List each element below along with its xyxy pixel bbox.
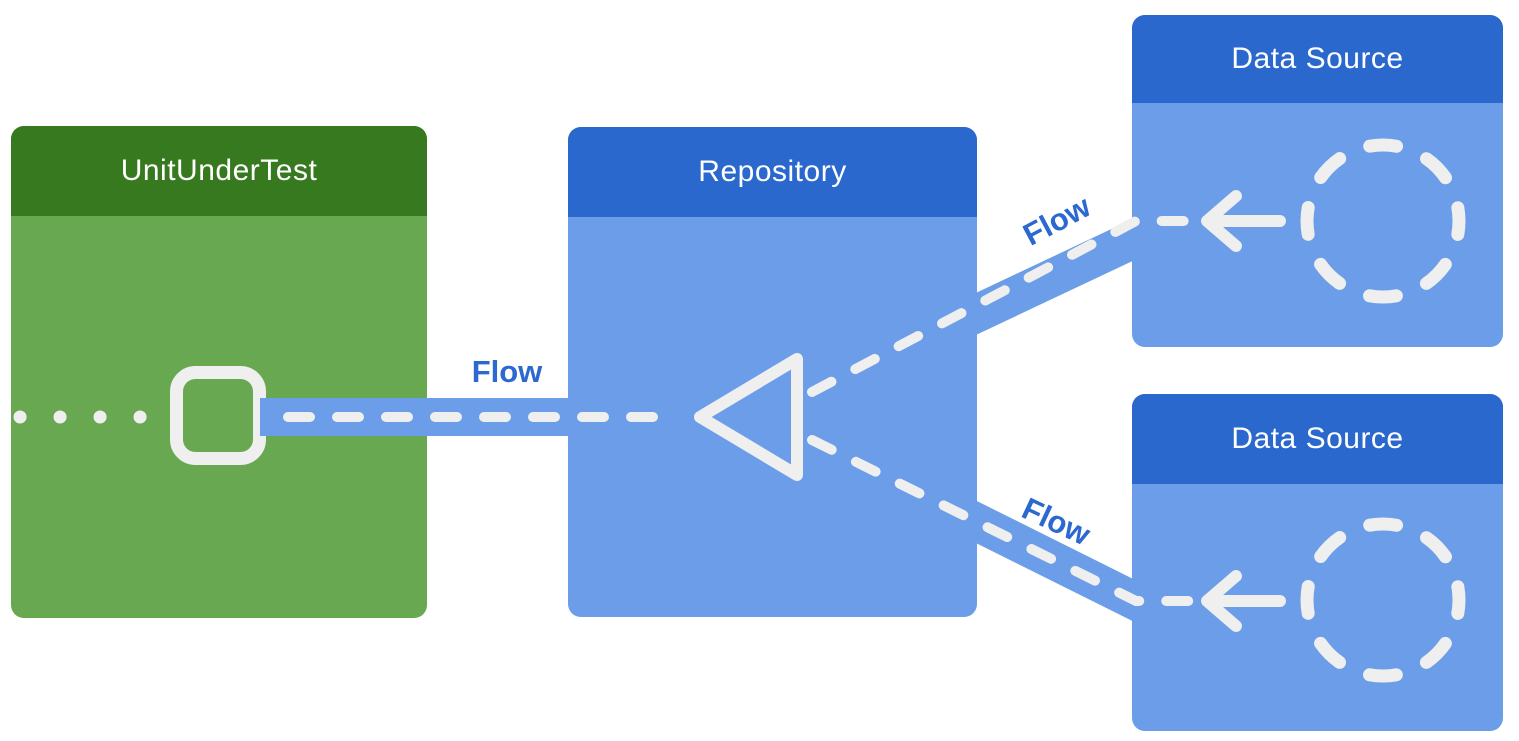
unit-under-test-box: UnitUnderTest (11, 126, 427, 618)
repository-title: Repository (698, 155, 847, 188)
data-source-bottom-header: Data Source (1132, 394, 1503, 484)
data-source-bottom-box: Data Source (1132, 394, 1503, 731)
data-source-top-header: Data Source (1132, 15, 1503, 103)
repository-box: Repository (568, 127, 977, 617)
unit-under-test-title: UnitUnderTest (120, 154, 318, 187)
flow-label-left: Flow (471, 354, 543, 389)
data-source-top-title: Data Source (1231, 42, 1404, 75)
data-source-top-box: Data Source (1132, 15, 1503, 347)
flow-label-lower-right: Flow (1016, 490, 1096, 553)
data-source-bottom-title: Data Source (1231, 422, 1404, 455)
repository-header: Repository (568, 127, 977, 217)
unit-under-test-header: UnitUnderTest (11, 126, 427, 216)
flow-label-upper-right: Flow (1017, 188, 1097, 253)
